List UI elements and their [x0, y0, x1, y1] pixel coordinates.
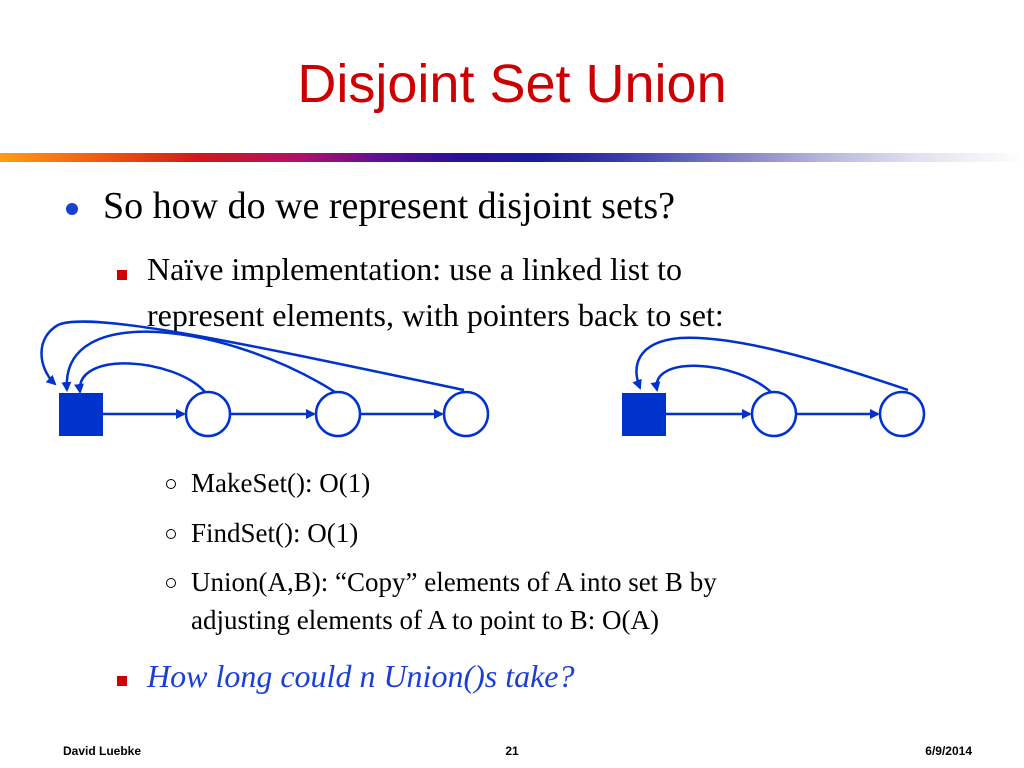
ring-bullet-icon — [166, 578, 176, 588]
set-1-header-node — [59, 393, 103, 436]
back-pointer-arrow — [650, 364, 772, 393]
sub-bullet-makeset: MakeSet(): O(1) — [191, 468, 371, 498]
sub-bullet-findset: FindSet(): O(1) — [191, 518, 359, 548]
back-pointer-arrow — [74, 362, 206, 394]
set-1-element-node — [184, 390, 232, 438]
footer-author: David Luebke — [63, 744, 142, 758]
title-gradient-rule — [0, 153, 1024, 162]
sub-bullet-union-line1: Union(A,B): “Copy” elements of A into se… — [191, 567, 717, 597]
bullet-question: How long could n Union()s take? — [147, 658, 575, 694]
back-pointer-arrow — [632, 336, 909, 392]
footer-date: 6/9/2014 — [925, 744, 972, 758]
ring-bullet-icon — [166, 479, 176, 489]
back-pointer-arrow — [40, 320, 465, 392]
bullet-naive-line2: represent elements, with pointers back t… — [147, 297, 724, 333]
set-2-element-node — [878, 390, 926, 438]
slide-title: Disjoint Set Union — [297, 54, 727, 114]
bullet-naive-line1: Naïve implementation: use a linked list … — [147, 251, 682, 287]
ring-bullet-icon — [166, 529, 176, 539]
square-bullet-icon — [117, 676, 127, 686]
footer-page-number: 21 — [505, 744, 519, 758]
set-2-header-node — [622, 393, 666, 436]
sub-bullet-union-line2: adjusting elements of A to point to B: O… — [191, 605, 659, 635]
round-bullet-icon — [66, 203, 78, 215]
bullet-represent-sets: So how do we represent disjoint sets? — [103, 185, 676, 227]
set-2-element-node — [750, 390, 798, 438]
square-bullet-icon — [117, 270, 127, 280]
set-1-element-node — [442, 390, 490, 438]
back-pointer-arrow — [61, 330, 336, 394]
set-1-element-node — [314, 390, 362, 438]
